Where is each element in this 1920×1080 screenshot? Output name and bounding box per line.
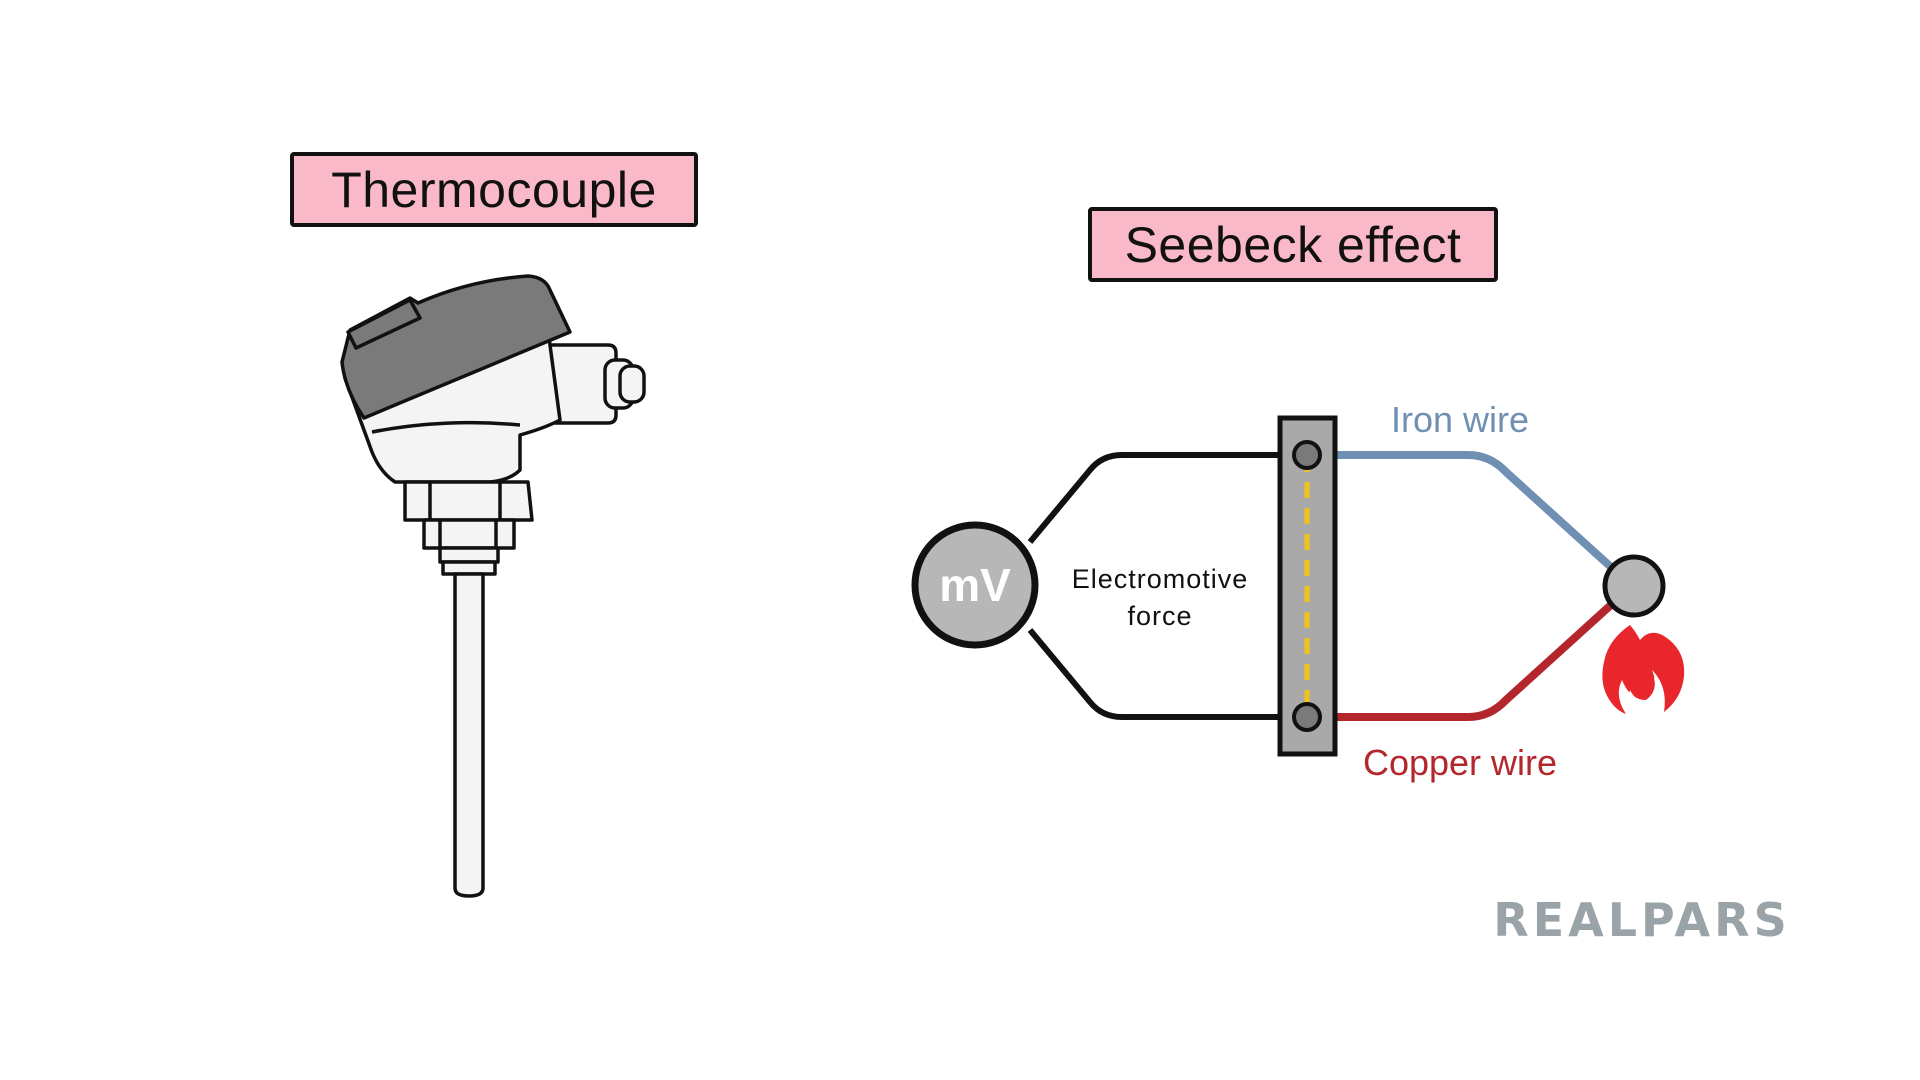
- meter-lead-bottom: [1027, 628, 1308, 720]
- meter-label: mV: [939, 559, 1011, 611]
- thermocouple-probe-icon: [340, 274, 646, 898]
- meter-lead-top: [1027, 452, 1308, 544]
- copper-wire: [1332, 601, 1615, 721]
- terminal-top: [1292, 440, 1322, 470]
- terminal-bottom: [1292, 702, 1322, 732]
- emf-label-line1: Electromotive: [1072, 564, 1249, 594]
- millivoltmeter-icon: mV: [911, 521, 1039, 649]
- hot-junction: [1602, 554, 1666, 618]
- iron-wire: [1332, 451, 1615, 571]
- terminal-block: [1277, 415, 1338, 757]
- iron-wire-label: Iron wire: [1391, 399, 1529, 440]
- emf-label-line2: force: [1127, 601, 1192, 631]
- copper-wire-label: Copper wire: [1363, 742, 1557, 783]
- realpars-logo: REALPARS: [1493, 893, 1791, 947]
- thermocouple-title: Thermocouple: [290, 152, 698, 227]
- seebeck-effect-title: Seebeck effect: [1088, 207, 1498, 282]
- flame-icon: [1602, 625, 1685, 714]
